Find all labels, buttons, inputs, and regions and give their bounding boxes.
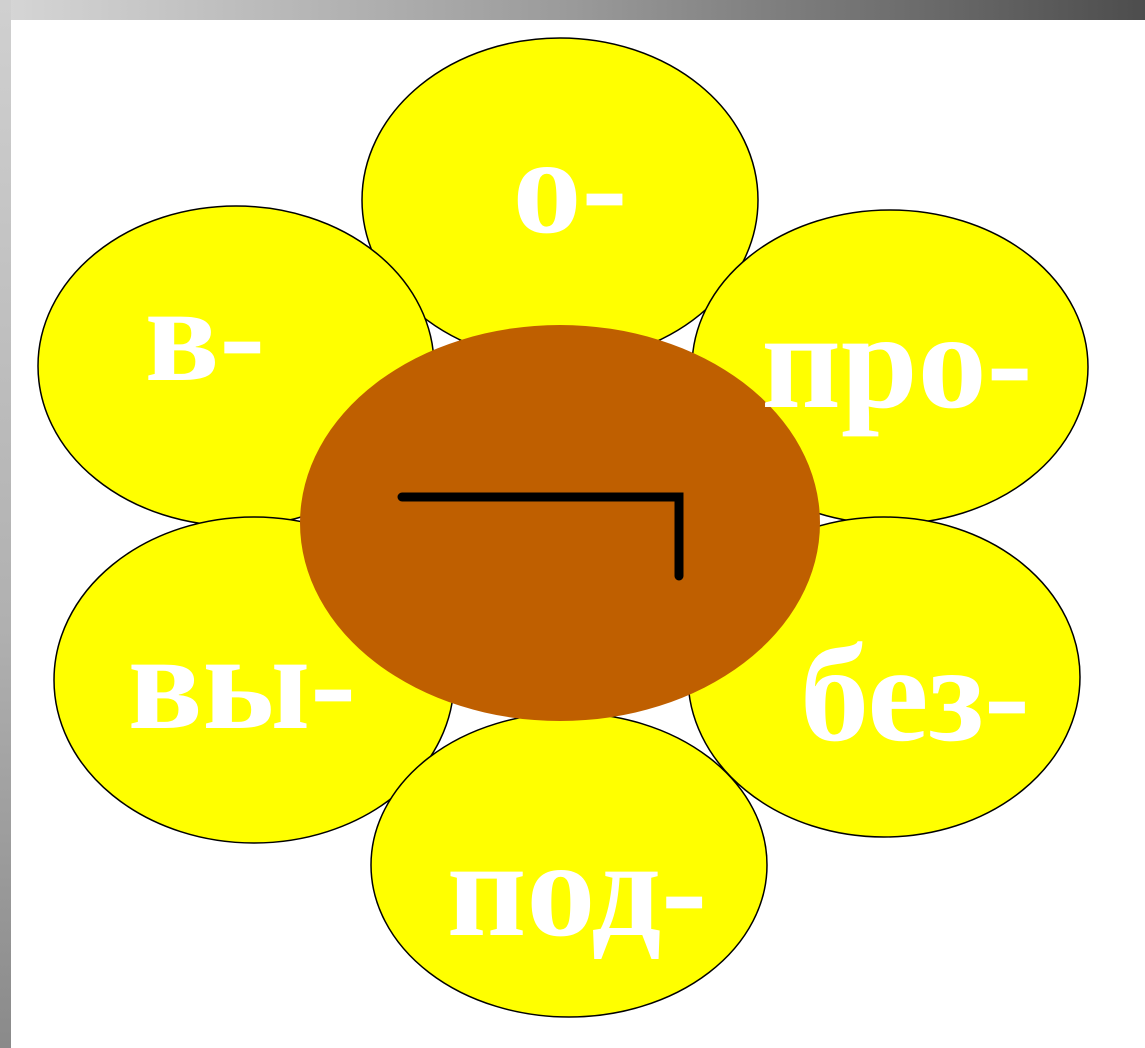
- frame-left-bar: [0, 0, 11, 1048]
- root-morpheme-symbol-icon: [397, 492, 684, 581]
- flower-center: [300, 325, 820, 721]
- petal-label-bottom: под-: [447, 812, 707, 965]
- petals: [37, 37, 1089, 1018]
- petal-label-top: о-: [513, 109, 628, 262]
- petal-label-bottom-right: без-: [800, 617, 1030, 770]
- petal-labels: о- про- без- под- вы- в-: [128, 109, 1033, 965]
- petal-label-top-right: про-: [761, 284, 1032, 437]
- frame-top-bar: [0, 0, 1145, 20]
- petal-label-top-left: в-: [145, 257, 265, 410]
- petal-label-bottom-left: вы-: [128, 605, 356, 758]
